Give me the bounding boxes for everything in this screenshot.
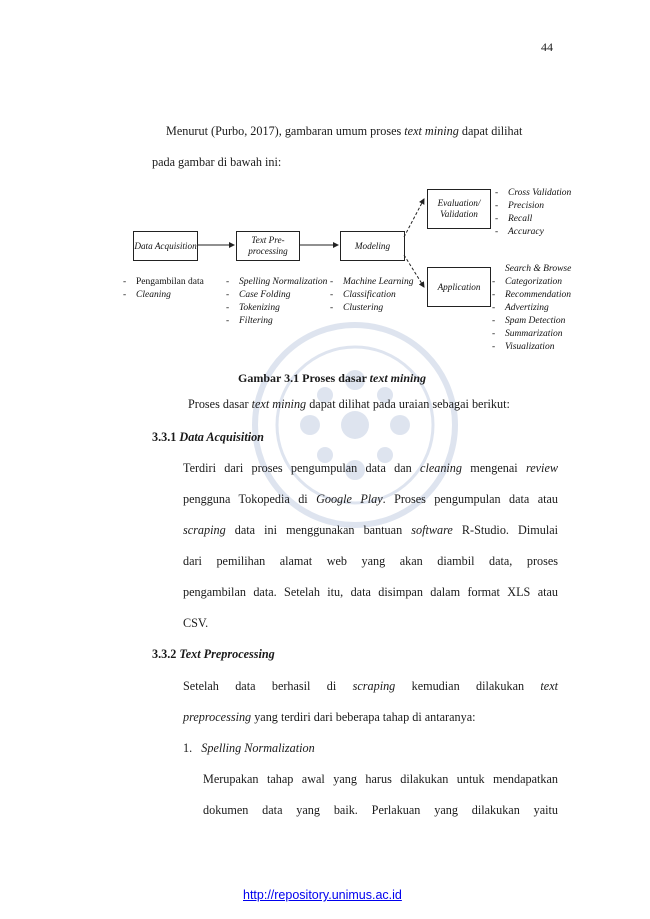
intro-line-2: pada gambar di bawah ini:: [152, 155, 282, 169]
section-title: Data Acquisition: [179, 430, 264, 444]
list-item: Classification: [330, 289, 413, 302]
list-item: Spelling Normalization: [226, 276, 327, 289]
s332-line-2: preprocessing yang terdiri dari beberapa…: [183, 710, 476, 724]
section-heading-331: 3.3.1 Data Acquisition: [152, 430, 264, 445]
box-application: Application: [427, 267, 491, 307]
text-mining-process-diagram: Data Acquisition Text Pre-processing Mod…: [110, 185, 580, 355]
university-watermark-logo: [250, 320, 460, 530]
box-evaluation-validation: Evaluation/ Validation: [427, 189, 491, 229]
caption-italic: text mining: [369, 371, 427, 385]
list-item: Cleaning: [123, 289, 204, 302]
diagram-arrows: [197, 198, 425, 288]
item1-line-1: Merupakan tahap awal yang harus dilakuka…: [203, 772, 558, 786]
caption-text: Gambar 3.1 Proses dasar: [238, 371, 370, 385]
list-modeling: Machine Learning Classification Clusteri…: [330, 276, 413, 315]
list-item: Spam Detection: [492, 315, 571, 328]
list-item: Filtering: [226, 315, 327, 328]
list-application: Search & Browse Categorization Recommend…: [492, 263, 571, 354]
s332-line-1: Setelah data berhasil di scraping kemudi…: [183, 679, 559, 693]
page-number: 44: [541, 40, 553, 54]
box-modeling: Modeling: [340, 231, 405, 261]
section-heading-332: 3.3.2 Text Preprocessing: [152, 647, 275, 662]
list-item: Categorization: [492, 276, 571, 289]
list-item-title: Spelling Normalization: [201, 741, 315, 755]
list-preprocessing: Spelling Normalization Case Folding Toke…: [226, 276, 327, 328]
section-number: 3.3.1: [152, 430, 177, 444]
list-item: Recall: [495, 213, 571, 226]
repository-link[interactable]: http://repository.unimus.ac.id: [243, 888, 402, 902]
list-item: Clustering: [330, 302, 413, 315]
s331-line-1: Terdiri dari proses pengumpulan data dan…: [183, 461, 558, 475]
box-data-acquisition: Data Acquisition: [133, 231, 198, 261]
section-title: Text Preprocessing: [179, 647, 275, 661]
item1-line-2: dokumen data yang baik. Perlakuan yang d…: [203, 803, 558, 817]
list-acquisition: Pengambilan data Cleaning: [123, 276, 204, 302]
list-item: Summarization: [492, 328, 571, 341]
list-item: Visualization: [492, 341, 571, 354]
s331-line-3: scraping data ini menggunakan bantuan so…: [183, 523, 559, 537]
list-item: Recommendation: [492, 289, 571, 302]
list-item: Pengambilan data: [123, 276, 204, 289]
s331-line-4: dari pemilihan alamat web yang akan diam…: [183, 554, 558, 568]
list-item: Accuracy: [495, 226, 571, 239]
list-item: Cross Validation: [495, 187, 571, 200]
section-number: 3.3.2: [152, 647, 177, 661]
list-evaluation: Cross Validation Precision Recall Accura…: [495, 187, 571, 239]
box-text-preprocessing: Text Pre-processing: [236, 231, 300, 261]
list-number: 1.: [183, 741, 193, 755]
list-title: Search & Browse: [505, 264, 572, 274]
lead-paragraph: Proses dasar text mining dapat dilihat p…: [188, 397, 510, 411]
list-item: Precision: [495, 200, 571, 213]
figure-caption: Gambar 3.1 Proses dasar text mining: [238, 371, 426, 386]
list-item: Tokenizing: [226, 302, 327, 315]
s331-line-6: CSV.: [183, 616, 209, 630]
intro-text: Menurut (Purbo, 2017), gambaran umum pro…: [166, 124, 405, 138]
list-item: Machine Learning: [330, 276, 413, 289]
list-item-1: 1. Spelling Normalization: [183, 742, 315, 754]
intro-line-1: Menurut (Purbo, 2017), gambaran umum pro…: [166, 125, 522, 137]
list-item: Advertizing: [492, 302, 571, 315]
intro-text-end: dapat dilihat: [458, 124, 523, 138]
intro-italic: text mining: [404, 124, 459, 138]
list-item: Case Folding: [226, 289, 327, 302]
s331-line-5: pengambilan data. Setelah itu, data disi…: [183, 585, 558, 599]
s331-line-2: pengguna Tokopedia di Google Play. Prose…: [183, 492, 558, 506]
